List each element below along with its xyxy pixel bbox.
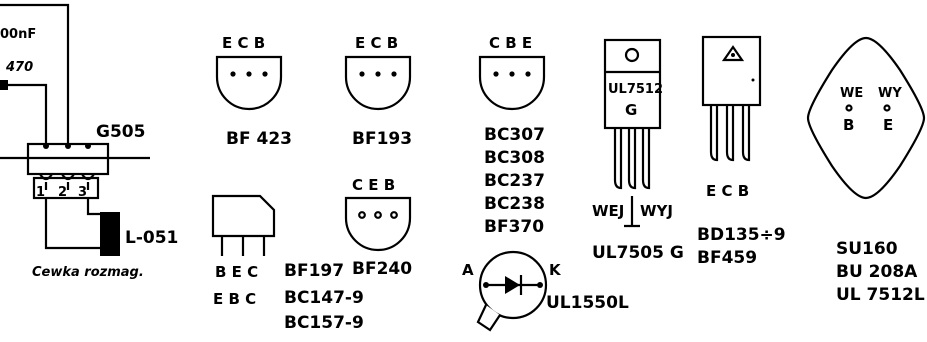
- bd135-body: [701, 35, 762, 107]
- wire-coil-b: [86, 198, 104, 216]
- ul1550-anode-label: A: [462, 261, 474, 279]
- su160-pin-we: WE: [840, 86, 863, 101]
- bc307-lead-1: [493, 71, 499, 77]
- bc307-package: C B E BC307 BC308 BC237 BC238 BF370: [478, 34, 546, 237]
- ul7512l-name: UL 7512L: [836, 285, 925, 305]
- bf193-package: E C B BF193: [344, 34, 412, 149]
- pin-number-3: 3: [78, 185, 87, 200]
- bc157-name: BC157-9: [284, 313, 364, 333]
- bf459-name: BF459: [697, 248, 757, 268]
- bf370-name: BF370: [484, 217, 544, 237]
- node-3: [85, 143, 91, 149]
- ul7512-pin-wyj: WYJ: [640, 202, 673, 220]
- diode-triangle: [505, 276, 520, 294]
- bf240-package: C E B BF240: [344, 176, 412, 279]
- degaussing-circuit: 00nF 470 G505 1 2 3 L-051 Cewka rozmag.: [0, 3, 178, 280]
- capacitor-label: 00nF: [0, 27, 36, 42]
- bf193-lead-3: [391, 71, 397, 77]
- bf240-lead-1: [358, 211, 366, 219]
- bf423-lead-3: [262, 71, 268, 77]
- bc238-name: BC238: [484, 194, 545, 214]
- bd135-mark: [721, 45, 745, 62]
- coil-label: L-051: [125, 228, 178, 248]
- bf193-name: BF193: [352, 129, 412, 149]
- su160-name: SU160: [836, 239, 898, 259]
- su160-hole-e: [883, 104, 891, 112]
- bf423-lead-2: [246, 71, 252, 77]
- bd135-package: E C B BD135÷9 BF459: [697, 35, 786, 268]
- ul7512-hole: [624, 47, 640, 63]
- wire-coil-a: [44, 198, 104, 250]
- bf240-body: [344, 196, 412, 252]
- bf423-name: BF 423: [226, 129, 292, 149]
- coil: [100, 212, 120, 256]
- circuit-caption: Cewka rozmag.: [32, 265, 144, 280]
- bf423-lead-1: [230, 71, 236, 77]
- bf240-lead-3: [390, 211, 398, 219]
- ul7512-tab: [603, 38, 662, 130]
- su160-pin-wy: WY: [878, 86, 902, 101]
- bf197-leads: [220, 236, 266, 256]
- bf197-pins-row1: B E C: [215, 263, 258, 281]
- ul7512-ground: [624, 196, 640, 228]
- ul7512-package: UL7512 G WEJ WYJ UL7505 G: [592, 38, 684, 263]
- bc237-name: BC237: [484, 171, 545, 191]
- bd135-dot: [751, 78, 755, 82]
- ul1550-tab: [476, 304, 501, 332]
- su160-pin-b: B: [843, 116, 854, 134]
- node-2: [65, 143, 71, 149]
- bc307-lead-3: [525, 71, 531, 77]
- su160-pin-e: E: [883, 116, 893, 134]
- terminal-block: [0, 80, 8, 90]
- ul1550-package: A K UL1550L: [462, 250, 629, 332]
- bd135-leads: [709, 105, 751, 162]
- ul7512-body-line1: UL7512: [608, 82, 663, 97]
- su160-hole-b: [845, 104, 853, 112]
- bf423-pins: E C B: [222, 34, 265, 52]
- node-1: [43, 143, 49, 149]
- ul7512-leads: [613, 128, 651, 190]
- su160-package: WE WY B E SU160 BU 208A UL 7512L: [806, 36, 926, 305]
- ul1550-cathode-label: K: [549, 261, 562, 279]
- pin-frame: [32, 176, 100, 200]
- ic-label: G505: [96, 122, 145, 142]
- ul1550-name: UL1550L: [546, 293, 629, 313]
- bc147-name: BC147-9: [284, 288, 364, 308]
- bf240-pins: C E B: [352, 176, 395, 194]
- bd135-pins: E C B: [706, 182, 749, 200]
- wire-res: [8, 83, 48, 146]
- bf193-lead-1: [359, 71, 365, 77]
- bd135-name: BD135÷9: [697, 225, 786, 245]
- bf193-pins: E C B: [355, 34, 398, 52]
- resistor-label: 470: [5, 60, 33, 75]
- bu208-name: BU 208A: [836, 262, 918, 282]
- ul7505-name: UL7505 G: [592, 243, 684, 263]
- bf197-pins-row2: E B C: [213, 290, 256, 308]
- bc307-lead-2: [509, 71, 515, 77]
- su160-body: [806, 36, 926, 200]
- bd135-mark-dot: [731, 53, 735, 57]
- bf197-body: [211, 194, 276, 238]
- bf240-name: BF240: [352, 259, 412, 279]
- wire-top: [0, 3, 70, 146]
- pin-number-1: 1: [36, 185, 45, 200]
- bf193-body: [344, 55, 412, 111]
- bf193-lead-2: [375, 71, 381, 77]
- bf423-package: E C B BF 423: [215, 34, 292, 149]
- bf240-lead-2: [374, 211, 382, 219]
- bc308-name: BC308: [484, 148, 545, 168]
- ul7512-body-line2: G: [625, 101, 637, 119]
- bf197-package: B E C E B C BF197 BC147-9 BC157-9: [211, 194, 364, 333]
- ul7512-pin-wej: WEJ: [592, 202, 624, 220]
- bc307-name: BC307: [484, 125, 545, 145]
- pin-number-2: 2: [58, 185, 67, 200]
- bf197-name: BF197: [284, 261, 344, 281]
- bc307-pins: C B E: [489, 34, 532, 52]
- bc307-body: [478, 55, 546, 111]
- bf423-body: [215, 55, 283, 111]
